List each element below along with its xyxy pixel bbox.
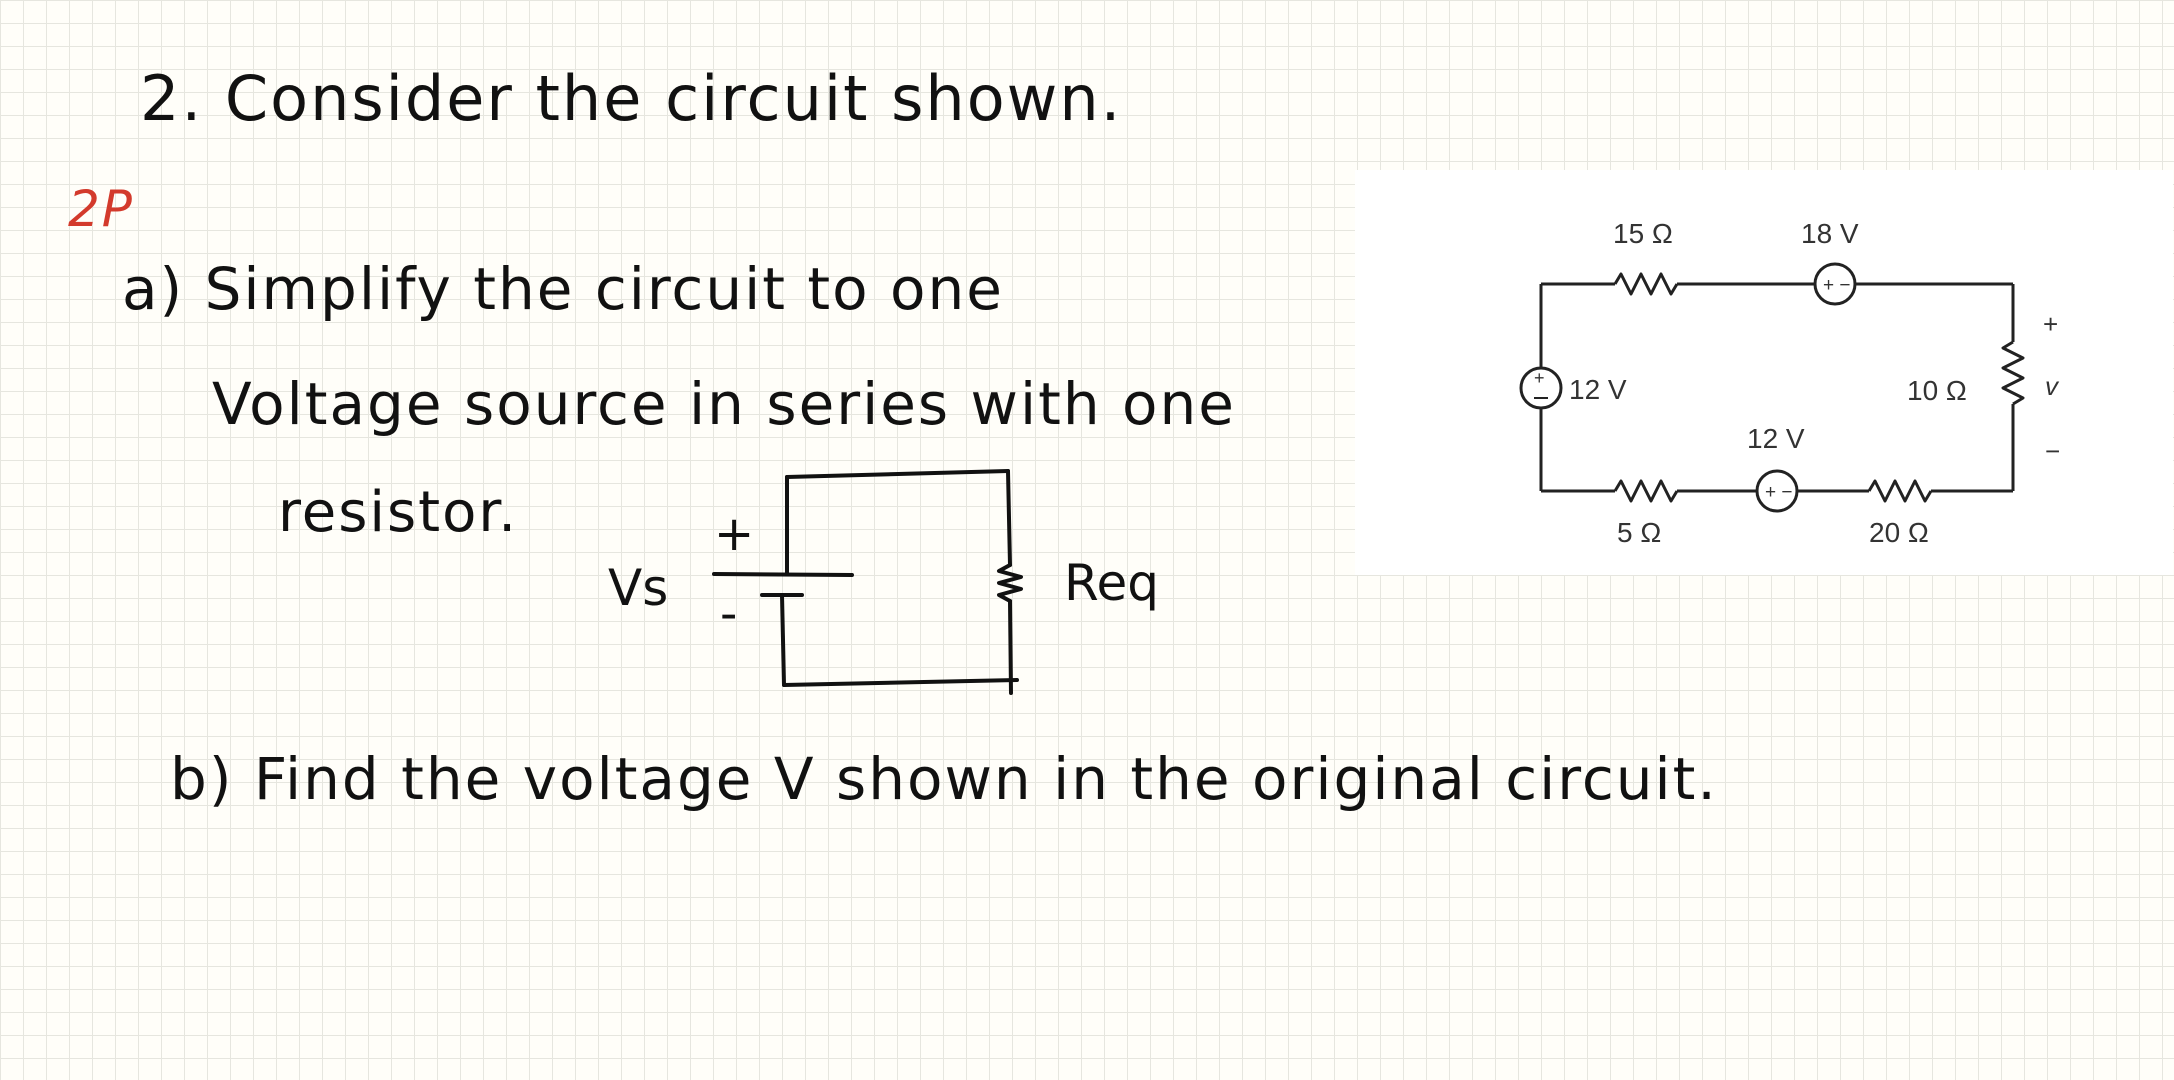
points-annotation: 2P	[68, 180, 134, 238]
simplified-circuit-sketch: + - Vs Req	[608, 469, 1159, 695]
minus-sign: -	[720, 586, 737, 642]
part-a-line-2: Voltage source in series with one	[212, 370, 1236, 438]
label-15-ohm: 15 Ω	[1613, 218, 1673, 249]
voltage-v-label: v	[2045, 371, 2060, 401]
voltage-v-plus: +	[2043, 309, 2058, 339]
label-12v-bottom: 12 V	[1747, 423, 1805, 454]
source-18v	[1813, 262, 1857, 306]
resistor-5-ohm	[1613, 479, 1679, 503]
part-a-line-1: a) Simplify the circuit to one	[122, 255, 1004, 323]
battery-long-plate	[712, 572, 854, 577]
source-12v-bottom	[1755, 469, 1799, 513]
label-10-ohm: 10 Ω	[1907, 375, 1967, 406]
source-12v-left	[1519, 366, 1563, 410]
label-18v: 18 V	[1801, 218, 1859, 249]
label-20-ohm: 20 Ω	[1869, 517, 1929, 548]
label-12v-left: 12 V	[1569, 374, 1627, 405]
wire-bottom-lead	[780, 593, 786, 687]
part-b-text: b) Find the voltage V shown in the origi…	[170, 745, 1718, 813]
voltage-v-minus: −	[2045, 436, 2060, 466]
resistor-label: Req	[1064, 554, 1159, 612]
original-circuit-figure: + − + + − 15 Ω 18 V 12 V 12 V 5 Ω 20 Ω 1…	[1355, 170, 2173, 575]
source-12v-left-plus: +	[1534, 368, 1545, 388]
part-a-line-3: resistor.	[278, 480, 519, 545]
source-18v-polarity: + −	[1823, 275, 1850, 296]
plus-sign: +	[714, 506, 754, 562]
wire-bottom	[782, 678, 1019, 687]
resistor-15-ohm	[1613, 272, 1679, 296]
resistor-10-ohm	[2001, 340, 2025, 406]
wire-right-lower	[1008, 599, 1013, 695]
label-5-ohm: 5 Ω	[1617, 517, 1661, 548]
source-label: Vs	[608, 559, 668, 617]
wire-top	[785, 469, 1010, 479]
wire-right-upper	[1006, 469, 1012, 567]
resistor-20-ohm	[1867, 479, 1933, 503]
source-12v-bottom-polarity: + −	[1765, 482, 1792, 503]
resistor-zigzag	[997, 563, 1023, 603]
original-circuit-diagram: + − + + − 15 Ω 18 V 12 V 12 V 5 Ω 20 Ω 1…	[1519, 218, 2060, 548]
problem-title: 2. Consider the circuit shown.	[140, 62, 1123, 135]
